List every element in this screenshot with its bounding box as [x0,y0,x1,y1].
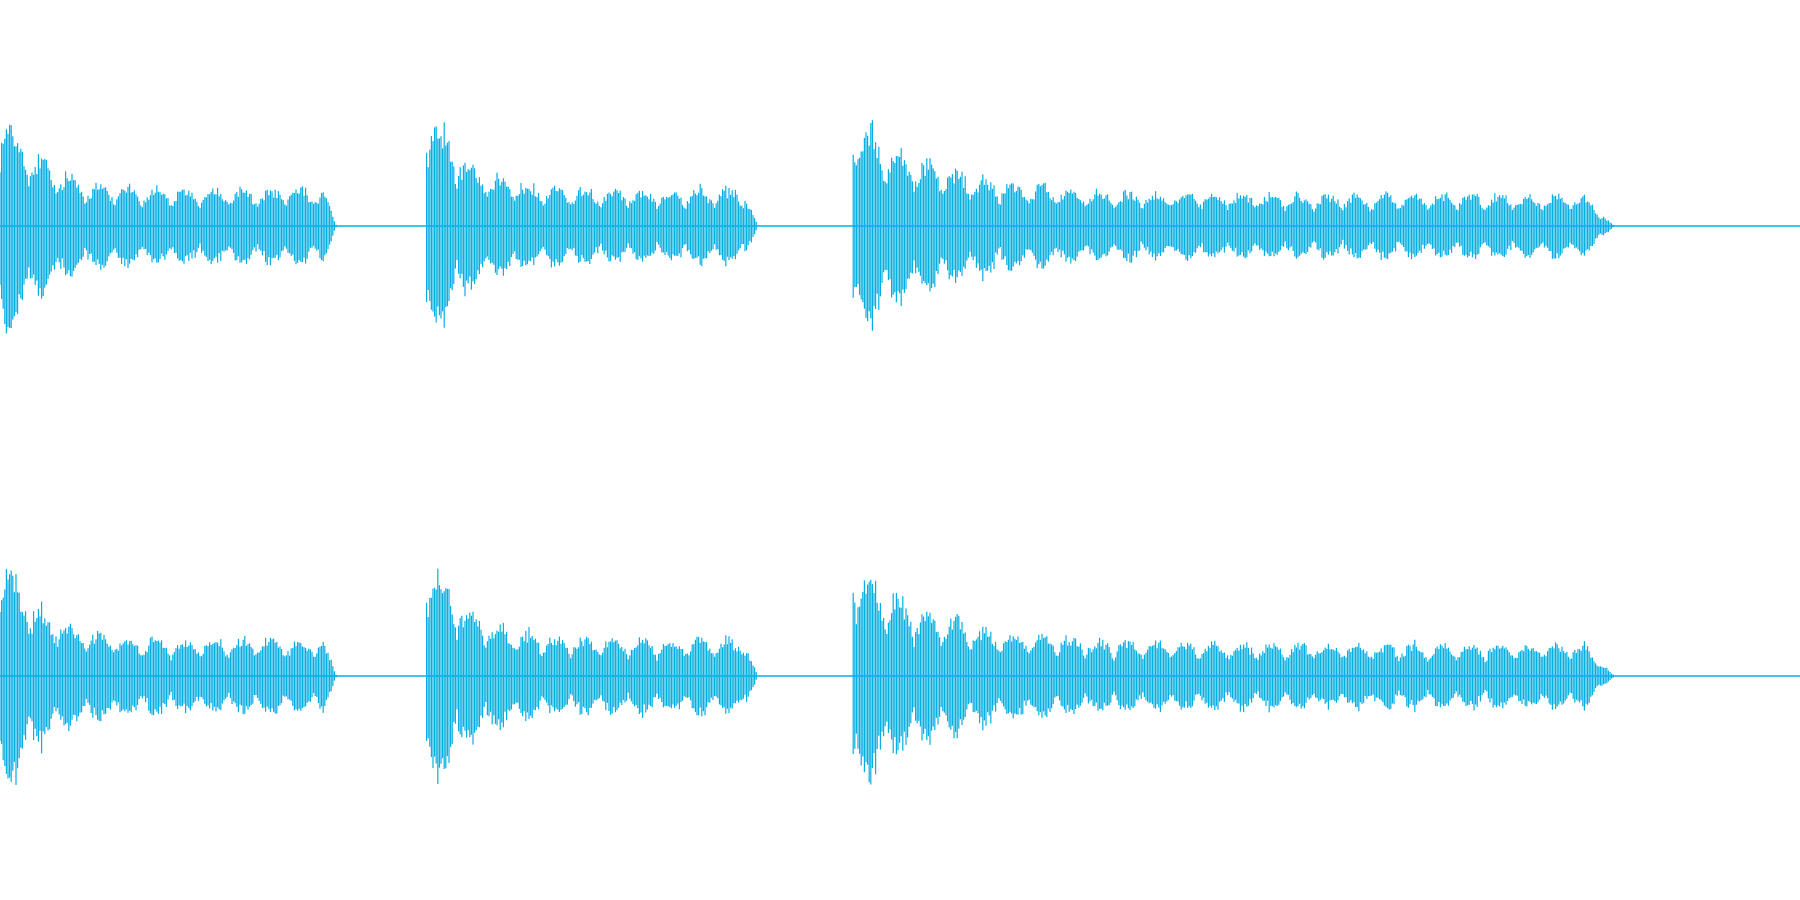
waveform-channel-1-svg [0,120,1800,334]
waveform-channel-1[interactable] [0,0,1800,450]
waveform-channel-1-path [0,120,1614,334]
waveform-channel-2-svg [0,568,1800,785]
waveform-channel-2[interactable] [0,450,1800,900]
waveform-channel-2-path [0,568,1614,785]
